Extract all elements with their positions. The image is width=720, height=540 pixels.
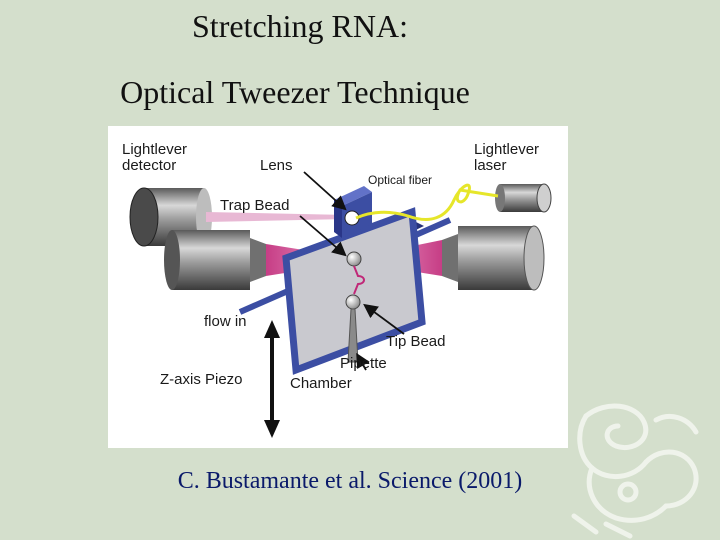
label-lens: Lens	[260, 157, 293, 174]
label-trap-bead: Trap Bead	[220, 197, 290, 214]
label-lightlever-laser-2: laser	[474, 157, 507, 174]
chamber-glass	[282, 207, 426, 375]
lightlever-beam	[206, 212, 348, 222]
lens-leader	[303, 171, 347, 211]
tip-bead-icon	[345, 294, 361, 310]
tip-bead-leader	[363, 303, 405, 335]
label-z-axis-piezo: Z-axis Piezo	[160, 371, 243, 388]
trap-bead-leader	[299, 215, 347, 257]
label-chamber: Chamber	[290, 375, 352, 392]
rna-molecule	[353, 265, 365, 295]
label-pipette: Pipette	[340, 355, 387, 372]
citation-text: C. Bustamante et al. Science (2001)	[177, 468, 523, 494]
dragon-emblem-icon	[571, 403, 699, 539]
slide-title-line1: Stretching RNA:	[192, 8, 408, 44]
pipette-leader	[356, 352, 370, 371]
label-lightlever-detector-2: detector	[122, 157, 176, 174]
optical-fiber	[355, 183, 499, 221]
label-optical-fiber: Optical fiber	[368, 173, 432, 187]
diagram-svg: Lightlever detector Lightlever laser Len…	[108, 126, 568, 448]
z-axis-arrow-icon	[264, 320, 280, 438]
label-flow-in: flow in	[204, 313, 247, 330]
label-tip-bead: Tip Bead	[386, 333, 445, 350]
lightlever-laser-icon	[495, 183, 552, 213]
right-objective-icon	[442, 225, 545, 291]
trap-bead-icon	[346, 251, 362, 267]
optical-tweezer-diagram: Lightlever detector Lightlever laser Len…	[108, 126, 568, 448]
left-objective-icon	[164, 230, 266, 290]
label-lightlever-detector-1: Lightlever	[122, 141, 187, 158]
slide-title-line2: Optical Tweezer Technique	[120, 74, 470, 110]
label-lightlever-laser-1: Lightlever	[474, 141, 539, 158]
